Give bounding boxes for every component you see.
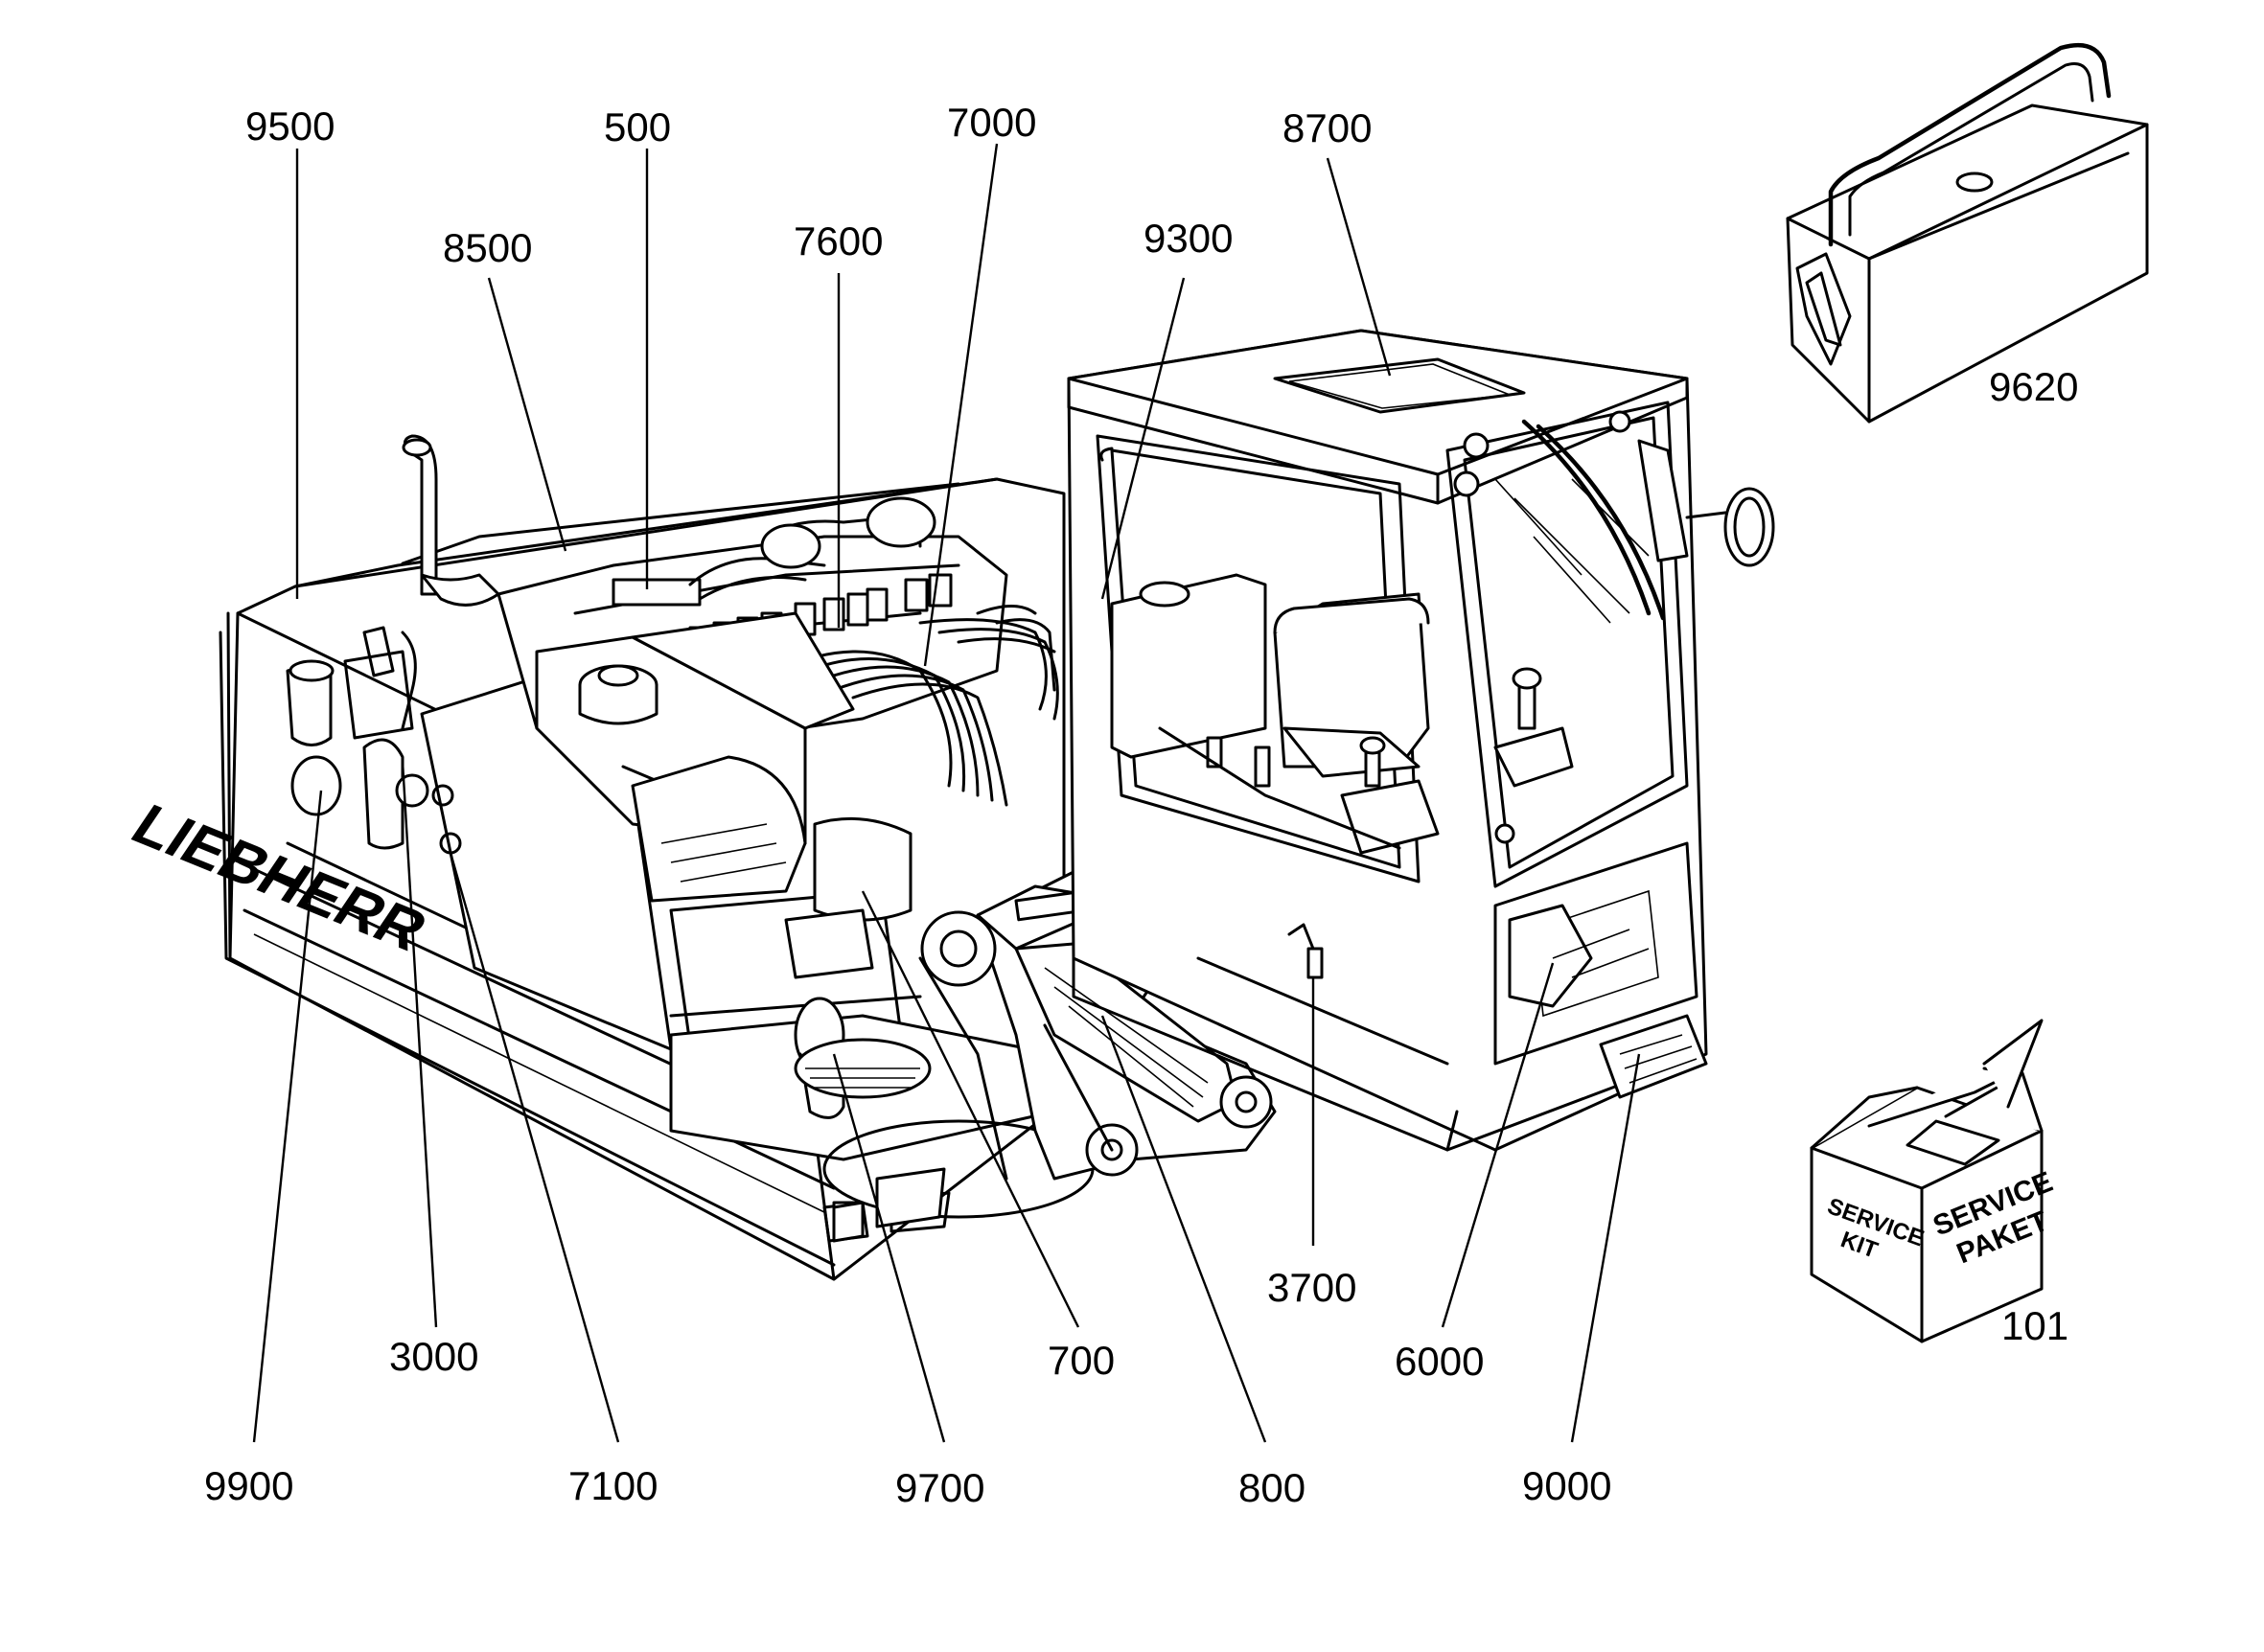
callout-3700: 3700 <box>1267 1265 1356 1310</box>
callout-9000: 9000 <box>1522 1463 1611 1508</box>
callout-101: 101 <box>2001 1303 2068 1348</box>
rear-filters <box>286 626 429 850</box>
callout-700: 700 <box>1048 1338 1115 1383</box>
excavator-upper-carriage: LIEBHERR <box>120 434 1277 1281</box>
callout-500: 500 <box>604 104 671 149</box>
hydraulic-tank <box>535 611 855 903</box>
callout-7600: 7600 <box>794 218 883 264</box>
exhaust-pipe <box>402 434 500 607</box>
callout-9900: 9900 <box>204 1463 293 1508</box>
operator-cab <box>1067 329 1775 1152</box>
callout-9300: 9300 <box>1144 216 1233 261</box>
callout-9700: 9700 <box>895 1465 984 1510</box>
hose-bundle <box>774 605 1059 807</box>
callout-7000: 7000 <box>947 100 1036 145</box>
toolbox-illustration <box>1786 42 2149 424</box>
callout-6000: 6000 <box>1395 1339 1484 1384</box>
service-kit-box: SERVICEKIT SERVICEPAKET <box>1810 1019 2057 1343</box>
callout-9500: 9500 <box>245 103 335 149</box>
callout-7100: 7100 <box>568 1463 658 1508</box>
callout-3000: 3000 <box>389 1334 478 1379</box>
callout-8700: 8700 <box>1282 105 1372 150</box>
callout-9620: 9620 <box>1989 364 2078 409</box>
rear-step <box>832 1167 946 1243</box>
leader-lines <box>252 143 1641 1443</box>
callout-8500: 8500 <box>443 225 532 270</box>
callout-labels: 9500 500 7000 8700 8500 7600 9300 9620 3… <box>204 100 2078 1510</box>
callout-800: 800 <box>1238 1465 1305 1510</box>
